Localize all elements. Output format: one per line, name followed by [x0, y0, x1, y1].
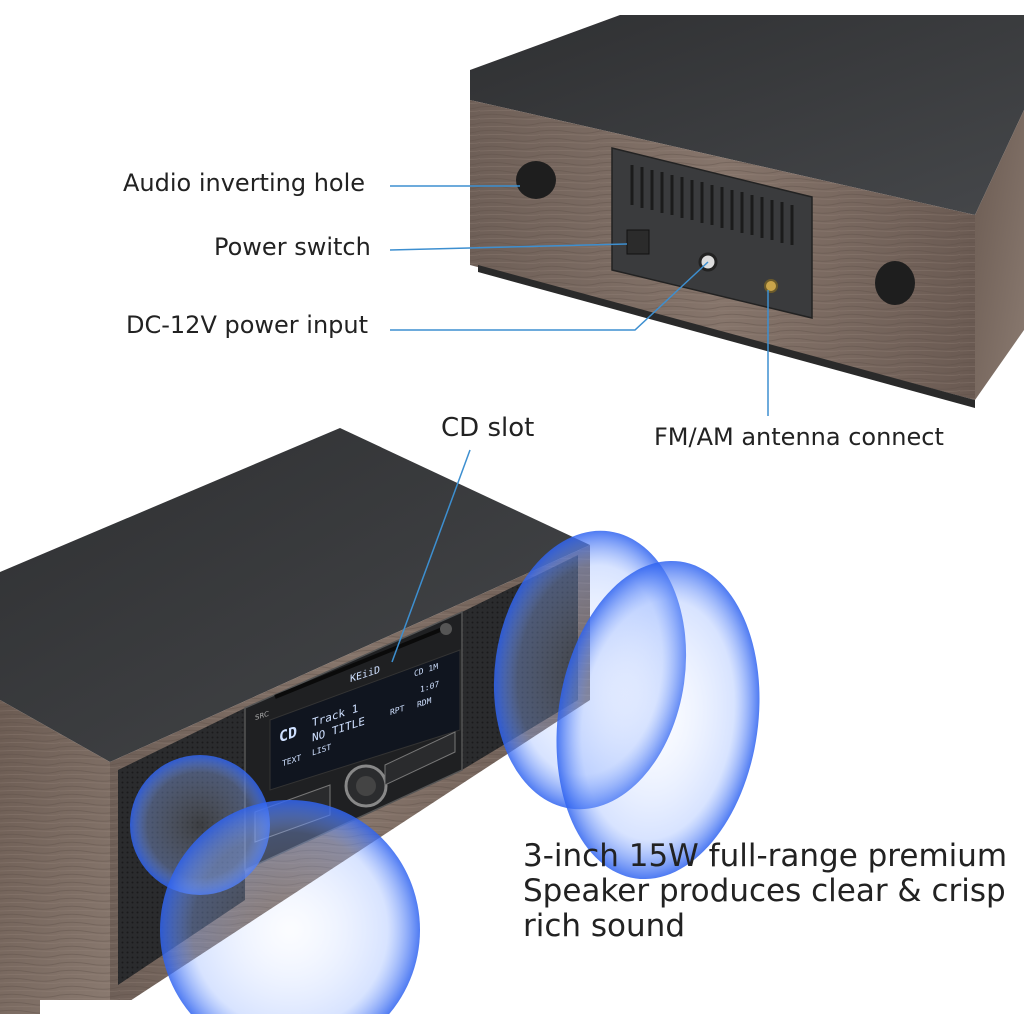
- lcd-display: [269, 649, 461, 791]
- soft-key-rdm[interactable]: RDM: [417, 695, 431, 709]
- sound-wave-left-2: [160, 800, 420, 1014]
- audio-inverting-hole-right: [875, 261, 915, 305]
- speaker-caption: 3-inch 15W full-range premium Speaker pr…: [523, 839, 1018, 944]
- rear-view-unit: [470, 15, 1024, 408]
- cd-slot-label: CD slot: [441, 413, 535, 443]
- sound-waves: [130, 530, 760, 1014]
- eject-button[interactable]: [440, 623, 452, 635]
- callout-lines-top: [389, 185, 769, 416]
- front-unit-top: [0, 428, 590, 762]
- dc-power-input-label: DC-12V power input: [126, 311, 369, 339]
- antenna-connector[interactable]: [764, 279, 778, 293]
- preset-buttons[interactable]: [384, 731, 456, 786]
- audio-inverting-hole-left: [516, 161, 556, 199]
- vent-slots: [630, 165, 794, 245]
- sound-wave-right-2: [556, 560, 760, 880]
- caption-line-2: Speaker produces clear & crisp: [523, 873, 1006, 909]
- power-switch-label: Power switch: [214, 233, 371, 261]
- soft-key-rpt[interactable]: RPT: [390, 703, 404, 717]
- fm-am-antenna-label: FM/AM antenna connect: [654, 423, 944, 451]
- rear-unit-side: [975, 110, 1024, 400]
- caption-line-3: rich sound: [523, 908, 685, 944]
- cd-slot-callout-line: [391, 449, 471, 663]
- caption-line-1: 3-inch 15W full-range premium: [523, 838, 1008, 874]
- audio-inverting-hole-label: Audio inverting hole: [123, 169, 366, 197]
- power-switch[interactable]: [626, 229, 650, 255]
- display-mode: CD: [279, 723, 297, 746]
- rear-unit-top: [470, 15, 1024, 215]
- cd-slot[interactable]: [274, 626, 446, 699]
